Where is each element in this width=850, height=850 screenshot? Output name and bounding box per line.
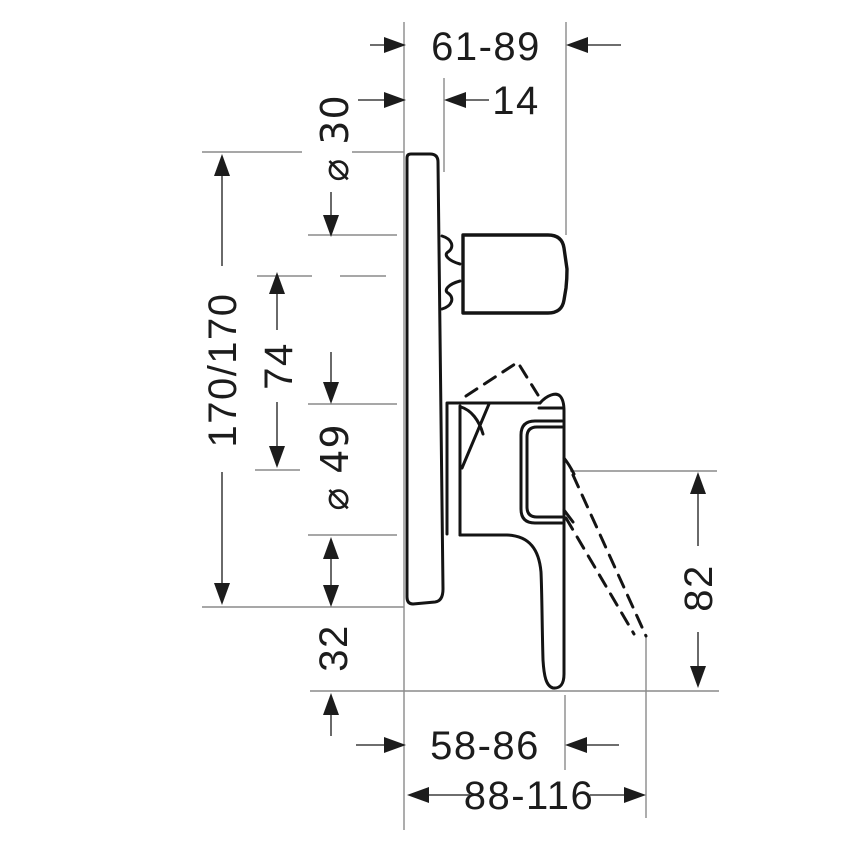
arrowhead xyxy=(444,92,466,108)
dim-label-lever-length: 82 xyxy=(677,564,721,612)
arrowhead xyxy=(384,92,406,108)
arrowhead xyxy=(690,666,706,688)
arrowhead xyxy=(384,737,406,753)
dimension-lines xyxy=(221,44,699,796)
arrowhead xyxy=(214,154,230,176)
dim-label-center-distance: 74 xyxy=(257,342,301,390)
lever-neck-arc xyxy=(459,405,485,436)
arrowhead xyxy=(323,215,339,237)
dim-label-knob-diameter: ⌀ 30 xyxy=(313,94,357,181)
dim-label-escutcheon-diameter: ⌀ 49 xyxy=(313,423,357,510)
arrowhead xyxy=(214,583,230,605)
lever-alternate-positions xyxy=(464,362,648,638)
lever-body-outline xyxy=(458,392,566,690)
front-step-upper xyxy=(562,456,576,476)
arrowhead xyxy=(269,446,285,468)
arrowheads xyxy=(214,37,706,803)
dimension-labels: 61-89 14 ⌀ 30 170/170 74 ⌀ 49 32 82 58-8… xyxy=(201,25,721,818)
arrowhead xyxy=(323,537,339,559)
arrowhead xyxy=(269,272,285,294)
knob-outline xyxy=(461,233,569,315)
dim-label-plate-thickness: 14 xyxy=(492,79,540,123)
plate-outline xyxy=(405,152,445,606)
grip-recess-inner xyxy=(525,425,564,519)
arrowhead xyxy=(323,382,339,404)
arrowhead xyxy=(384,37,406,53)
dim-label-bottom-offset: 32 xyxy=(312,624,356,672)
dim-label-plate-height: 170/170 xyxy=(201,292,245,447)
arrowhead xyxy=(624,787,646,803)
grip-recess-outer xyxy=(519,419,564,525)
knob-neck-top xyxy=(440,234,462,266)
mounting-plate xyxy=(405,152,445,606)
front-step-lower xyxy=(562,508,575,524)
lever-handle xyxy=(445,392,576,690)
extension-lines xyxy=(202,22,719,830)
arrowhead xyxy=(323,585,339,607)
dim-label-top-width: 61-89 xyxy=(431,25,541,69)
arrowhead xyxy=(565,737,587,753)
lever-up-position-dashed xyxy=(464,362,517,398)
dim-label-depth-open: 88-116 xyxy=(464,774,595,818)
arrowhead xyxy=(407,787,429,803)
lever-arm-edge xyxy=(460,402,491,470)
arrowhead xyxy=(323,693,339,715)
arrowhead xyxy=(690,472,706,494)
knob-neck-bottom xyxy=(440,279,462,311)
lever-up-position-dashed xyxy=(518,364,540,397)
shutoff-knob xyxy=(440,233,569,315)
dim-label-depth-closed: 58-86 xyxy=(430,724,540,768)
arrowhead xyxy=(566,37,588,53)
lever-open-position-dashed xyxy=(564,516,636,636)
lever-open-position-dashed xyxy=(571,473,648,638)
